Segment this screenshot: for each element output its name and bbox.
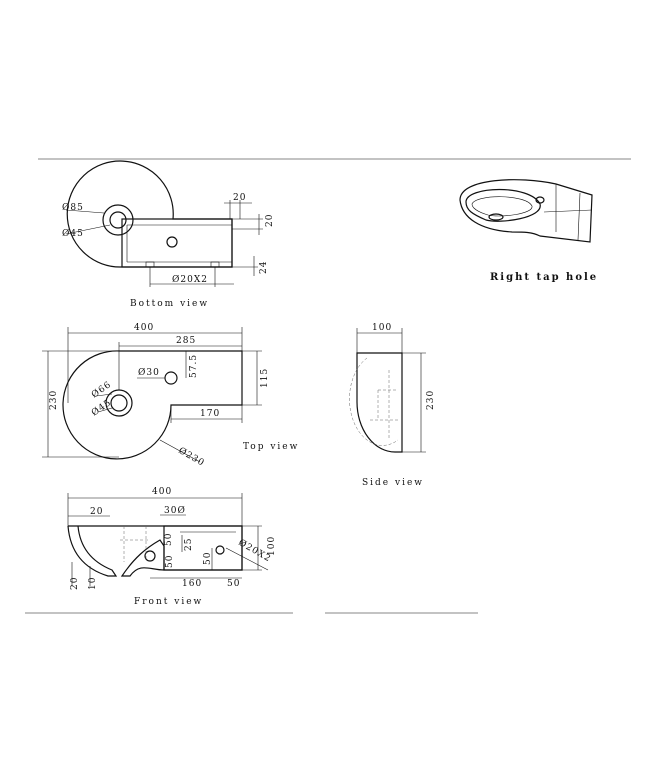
top-view-label-h115: 115 bbox=[260, 368, 270, 388]
bottom-view-label-w20: 20 bbox=[233, 193, 246, 203]
front-view-caption: Front view bbox=[134, 597, 203, 607]
front-view-label-w400: 400 bbox=[152, 487, 172, 497]
front-view-hole-a bbox=[215, 545, 225, 555]
top-view-tap-hole bbox=[164, 371, 178, 385]
side-view-basin-hidden bbox=[349, 357, 399, 446]
bottom-view-drain-outer bbox=[102, 204, 134, 236]
bottom-view-leader-d85 bbox=[65, 209, 105, 214]
top-view-leader-r230 bbox=[159, 439, 201, 463]
front-view-outline bbox=[67, 525, 243, 577]
top-view-label-d66: Ø66 bbox=[89, 379, 113, 401]
bottom-view-basin-outline bbox=[66, 160, 233, 268]
iso-view-tap-hole bbox=[535, 196, 545, 204]
side-view-caption: Side view bbox=[362, 478, 424, 488]
bottom-view-foot-left bbox=[145, 261, 155, 268]
top-view-label-d45: Ø45 bbox=[89, 397, 113, 419]
bottom-view-tap-box bbox=[121, 218, 233, 268]
front-view-label-h50: 50 bbox=[164, 533, 174, 546]
bottom-view-foot-right bbox=[210, 261, 220, 268]
front-view-label-v50a: 50 bbox=[165, 555, 175, 568]
front-view-drain-hidden bbox=[120, 526, 148, 562]
top-view-label-w285: 285 bbox=[176, 336, 196, 346]
front-view: 400 20 30Ø 25 Ø20X2 100 50 50 160 50 20 … bbox=[67, 487, 277, 607]
top-view-label-w400: 400 bbox=[134, 323, 154, 333]
iso-view-basin-inner bbox=[471, 196, 533, 217]
side-view-label-w100: 100 bbox=[372, 323, 392, 333]
bottom-view-drain-inner bbox=[109, 211, 127, 229]
bottom-view: Ø85 Ø45 20 20 24 Ø20X2 Bottom view bbox=[62, 160, 275, 309]
bottom-view-label-d85: Ø85 bbox=[62, 202, 84, 213]
bottom-view-tap-hole bbox=[166, 236, 178, 248]
side-view: 100 230 Side view bbox=[349, 323, 436, 488]
front-view-label-v20: 20 bbox=[70, 577, 80, 590]
top-view-label-w170: 170 bbox=[200, 409, 220, 419]
front-view-label-v50b: 50 bbox=[203, 552, 213, 565]
top-view-caption: Top view bbox=[243, 442, 299, 452]
front-view-label-v10: 10 bbox=[88, 577, 98, 590]
iso-view-basin-rim bbox=[465, 189, 541, 222]
bottom-view-leader-d45 bbox=[65, 224, 111, 235]
top-view-leader-d66 bbox=[95, 393, 113, 397]
bottom-view-label-holes: Ø20X2 bbox=[172, 274, 208, 285]
iso-view-edge-b bbox=[577, 192, 581, 241]
iso-view: Right tap hole bbox=[459, 179, 598, 283]
front-view-label-w50: 50 bbox=[227, 579, 240, 589]
front-view-label-w160: 160 bbox=[182, 579, 202, 589]
front-view-label-h100: 100 bbox=[267, 536, 277, 556]
front-view-leader-d20 bbox=[225, 547, 269, 571]
side-view-label-h230: 230 bbox=[426, 390, 436, 410]
bottom-view-label-d45: Ø45 bbox=[62, 228, 84, 239]
top-view-outline bbox=[62, 350, 243, 460]
top-view-label-d30: Ø30 bbox=[138, 367, 160, 378]
iso-view-body bbox=[459, 179, 593, 243]
top-view-label-h230: 230 bbox=[49, 390, 59, 410]
iso-view-edge-c bbox=[543, 209, 593, 213]
front-view-label-w20: 20 bbox=[90, 507, 103, 517]
top-view-label-r230: Ø230 bbox=[177, 445, 207, 469]
side-view-outline bbox=[356, 352, 403, 453]
top-view-drain-inner bbox=[110, 394, 128, 412]
front-view-tap-box bbox=[163, 525, 243, 571]
front-view-label-v25: 25 bbox=[184, 538, 194, 551]
top-view-leader-d45 bbox=[97, 407, 113, 413]
front-view-hole-b bbox=[144, 550, 156, 562]
bottom-view-caption: Bottom view bbox=[130, 299, 209, 309]
bottom-view-label-h20: 20 bbox=[265, 214, 275, 227]
iso-view-drain bbox=[488, 213, 504, 221]
bottom-view-label-h24: 24 bbox=[259, 261, 269, 274]
front-view-label-d30: 30Ø bbox=[164, 505, 186, 516]
iso-view-caption: Right tap hole bbox=[490, 272, 598, 283]
top-view: 400 285 230 Ø30 57.5 115 Ø66 Ø45 170 Ø23… bbox=[42, 323, 299, 469]
top-view-label-v57: 57.5 bbox=[189, 354, 199, 378]
